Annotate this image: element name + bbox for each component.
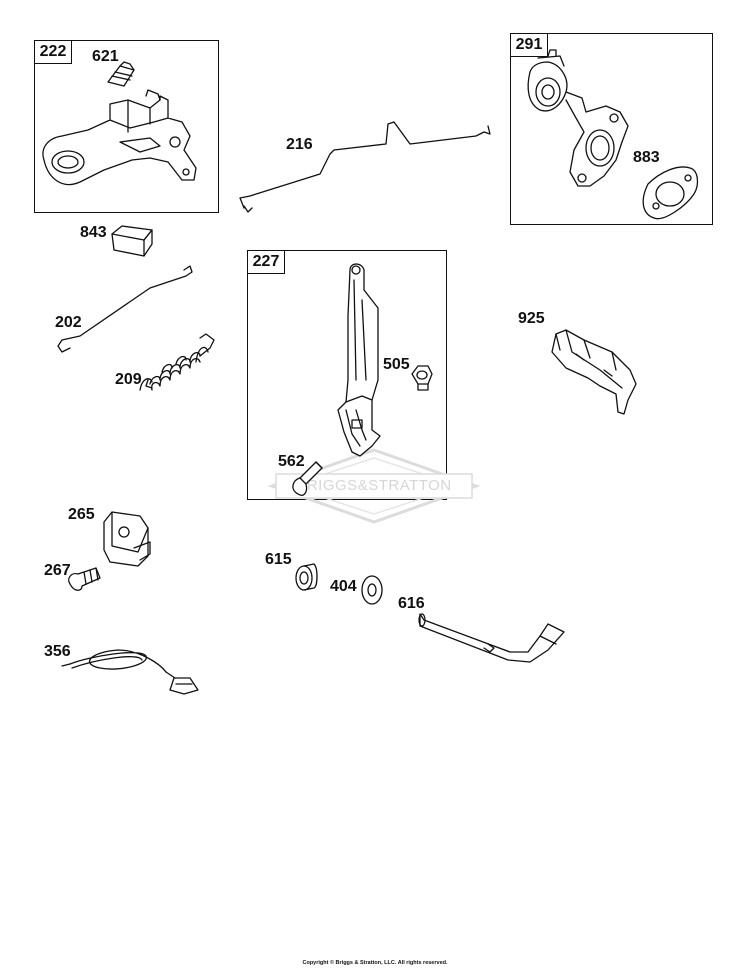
group-frame-227 — [247, 250, 447, 500]
group-frame-222 — [34, 40, 219, 213]
part-label-883: 883 — [633, 149, 660, 166]
part-227-lever — [337, 263, 381, 457]
part-505-nut — [411, 365, 433, 391]
part-616-shaft — [418, 613, 565, 663]
group-label-291: 291 — [510, 33, 548, 57]
part-615-bushing — [295, 563, 318, 591]
part-label-615: 615 — [265, 551, 292, 568]
part-label-209: 209 — [115, 371, 142, 388]
part-291-adapter — [527, 49, 629, 187]
part-883-gasket — [642, 166, 699, 220]
group-label-222: 222 — [34, 40, 72, 64]
part-202-rod — [57, 265, 193, 353]
part-265-block — [103, 511, 151, 567]
part-356-wire — [61, 649, 199, 695]
part-label-356: 356 — [44, 643, 71, 660]
part-label-621: 621 — [92, 48, 119, 65]
group-frame-291 — [510, 33, 713, 225]
part-label-843: 843 — [80, 224, 107, 241]
part-222-bracket — [42, 89, 197, 186]
part-label-202: 202 — [55, 314, 82, 331]
part-267-screw — [68, 567, 101, 591]
part-label-562: 562 — [278, 453, 305, 470]
part-label-925: 925 — [518, 310, 545, 327]
part-label-404: 404 — [330, 578, 357, 595]
part-label-265: 265 — [68, 506, 95, 523]
part-label-616: 616 — [398, 595, 425, 612]
part-925-guard — [551, 329, 637, 415]
part-404-washer — [361, 575, 383, 605]
group-label-227: 227 — [247, 250, 285, 274]
part-label-267: 267 — [44, 562, 71, 579]
part-843-sleeve — [111, 225, 153, 257]
watermark-text: BRIGGS&STRATTON — [296, 477, 452, 494]
part-562-screw — [292, 461, 323, 496]
part-209-spring — [139, 333, 215, 391]
part-label-505: 505 — [383, 356, 410, 373]
copyright-notice: Copyright © Briggs & Stratton, LLC. All … — [302, 960, 448, 966]
part-621-clip — [107, 61, 135, 87]
part-label-216: 216 — [286, 136, 313, 153]
part-216-rod — [239, 121, 491, 213]
